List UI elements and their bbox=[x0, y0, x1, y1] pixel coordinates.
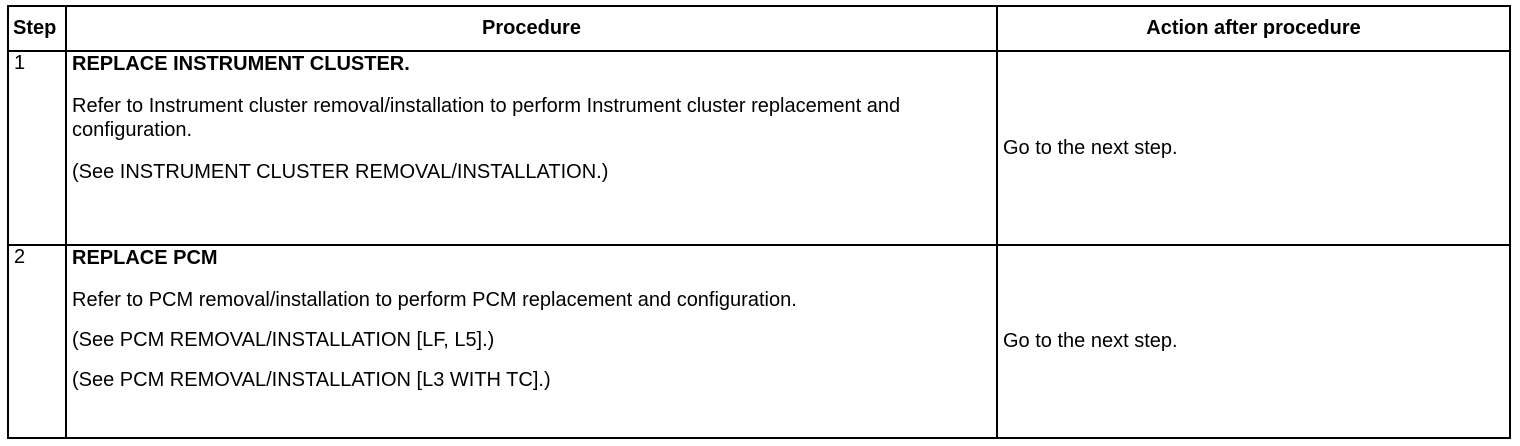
table-row: 2 REPLACE PCM Refer to PCM removal/insta… bbox=[7, 244, 1511, 439]
step-number: 1 bbox=[7, 50, 67, 246]
action-text: Go to the next step. bbox=[996, 244, 1511, 439]
procedure-table: Step Procedure Action after procedure 1 … bbox=[7, 5, 1511, 439]
procedure-reference: (See PCM REMOVAL/INSTALLATION [L3 WITH T… bbox=[72, 369, 551, 391]
procedure-text: Refer to PCM removal/installation to per… bbox=[72, 289, 797, 311]
header-procedure: Procedure bbox=[65, 5, 998, 52]
procedure-cell: REPLACE PCM Refer to PCM removal/install… bbox=[65, 244, 998, 439]
procedure-reference: (See INSTRUMENT CLUSTER REMOVAL/INSTALLA… bbox=[72, 161, 609, 183]
procedure-title: REPLACE PCM bbox=[72, 247, 218, 269]
header-action: Action after procedure bbox=[996, 5, 1511, 52]
procedure-cell: REPLACE INSTRUMENT CLUSTER. Refer to Ins… bbox=[65, 50, 998, 246]
action-text: Go to the next step. bbox=[996, 50, 1511, 246]
step-number: 2 bbox=[7, 244, 67, 439]
header-row: Step Procedure Action after procedure bbox=[7, 5, 1511, 52]
procedure-text: Refer to Instrument cluster removal/inst… bbox=[72, 95, 901, 141]
procedure-title: REPLACE INSTRUMENT CLUSTER. bbox=[72, 53, 410, 75]
table-row: 1 REPLACE INSTRUMENT CLUSTER. Refer to I… bbox=[7, 50, 1511, 246]
header-step: Step bbox=[7, 5, 67, 52]
procedure-reference: (See PCM REMOVAL/INSTALLATION [LF, L5].) bbox=[72, 329, 495, 351]
